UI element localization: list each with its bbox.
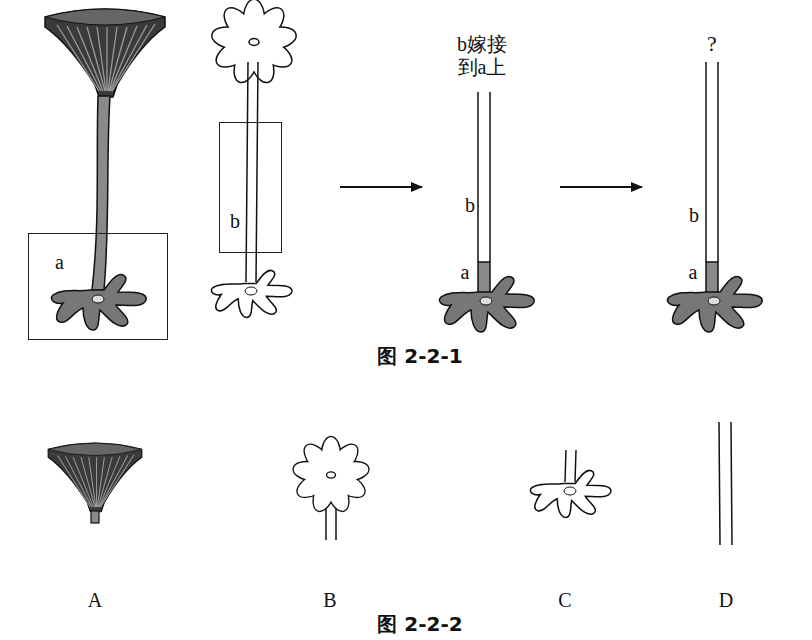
part-label: b [465,194,475,217]
part-label: a [55,252,64,272]
figure-caption: 图 2-2-2 [377,613,462,636]
part-label: b [230,211,240,231]
option-letter: D [719,589,733,612]
question-mark: ? [707,31,717,56]
option-letter: B [323,589,336,612]
part-label: a [461,261,470,284]
region-box: b [219,122,282,253]
part-label: b [689,204,699,227]
option-letter: A [88,589,102,612]
figure-caption: 图 2-2-1 [377,345,462,368]
option-letter: C [558,589,571,612]
part-label: a [689,261,698,284]
region-box: a [28,233,168,340]
graft-note: b嫁接 到a上 [453,33,511,79]
